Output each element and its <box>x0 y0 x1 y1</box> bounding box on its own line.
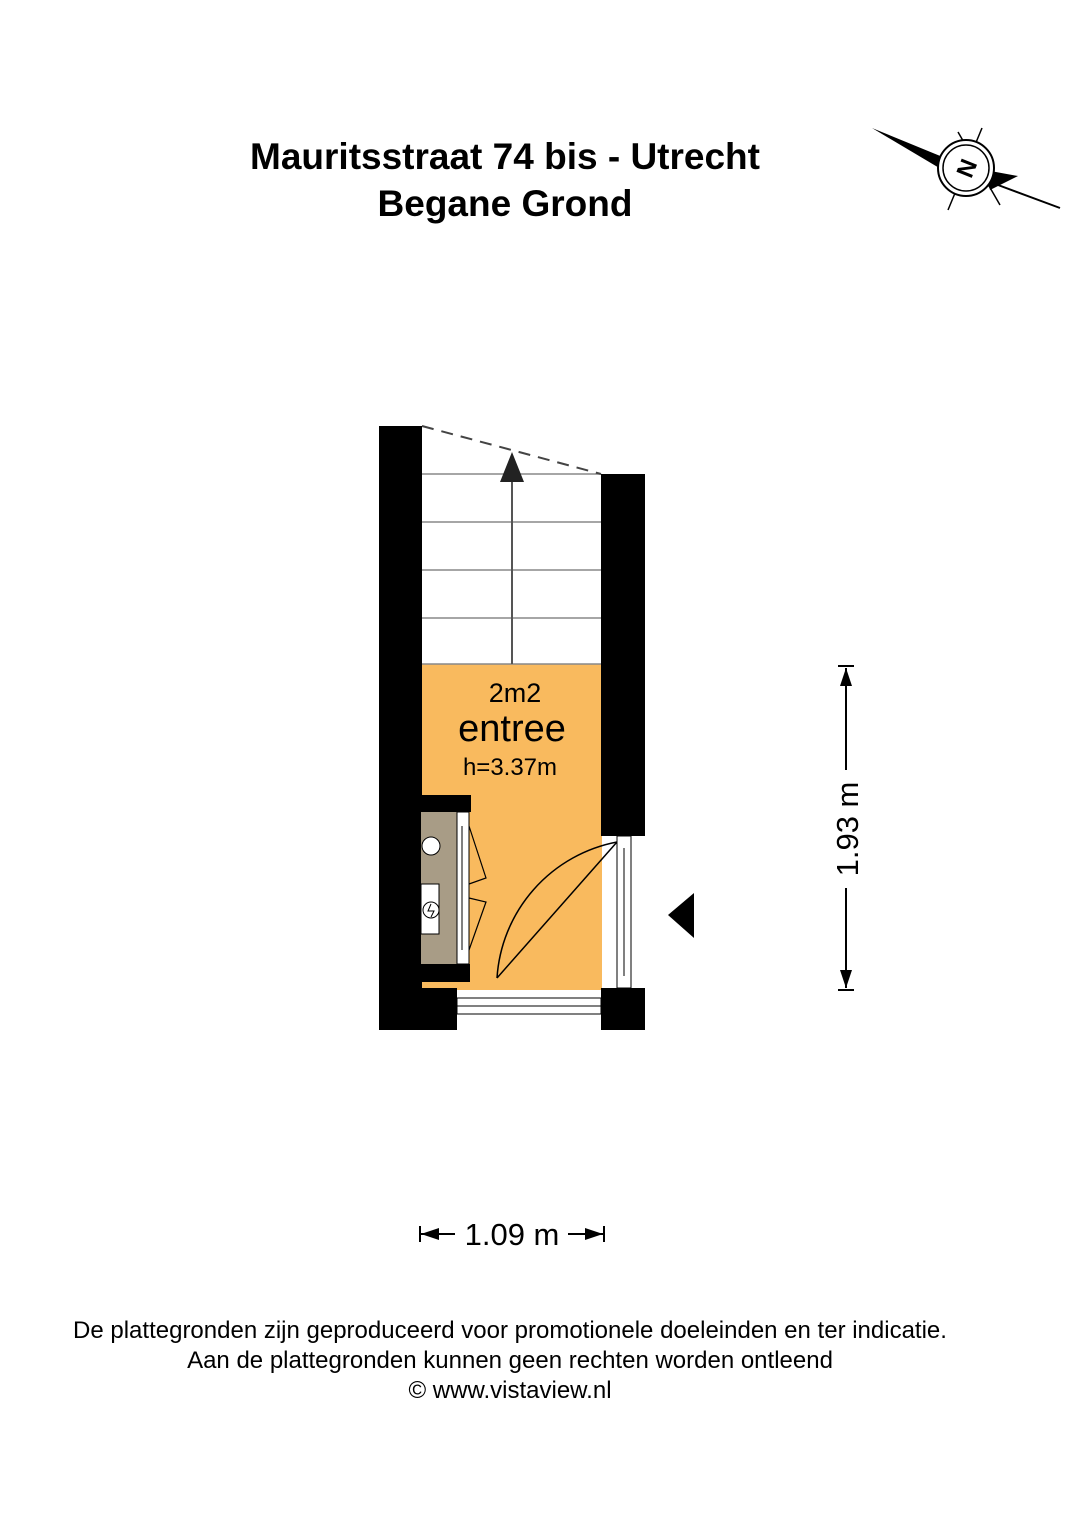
plan-floor-name: Begane Grond <box>377 183 633 224</box>
meter-cabinet <box>420 811 487 965</box>
room-area: 2m2 <box>489 678 542 708</box>
room-name: entree <box>458 708 566 750</box>
entrance-arrow-icon <box>668 893 694 938</box>
water-meter-icon <box>421 836 441 856</box>
stair-direction-arrow-icon <box>500 452 524 482</box>
front-door <box>496 835 632 989</box>
disclaimer-line-1: De plattegronden zijn geproduceerd voor … <box>73 1317 947 1344</box>
plan-title: Mauritsstraat 74 bis - Utrecht <box>250 136 760 177</box>
staircase <box>421 425 602 665</box>
walls <box>379 426 645 1030</box>
room-height: h=3.37m <box>463 754 557 781</box>
compass-icon: N <box>872 127 1061 211</box>
dimension-horizontal-label: 1.09 m <box>465 1217 560 1252</box>
dimension-horizontal: 1.09 m <box>419 1217 605 1252</box>
window-front <box>456 997 602 1015</box>
disclaimer-line-2: Aan de plattegronden kunnen geen rechten… <box>187 1347 833 1374</box>
dimension-vertical: 1.93 m <box>830 665 865 991</box>
dimension-vertical-label: 1.93 m <box>830 782 865 877</box>
copyright-link[interactable]: © www.vistaview.nl <box>408 1377 612 1404</box>
